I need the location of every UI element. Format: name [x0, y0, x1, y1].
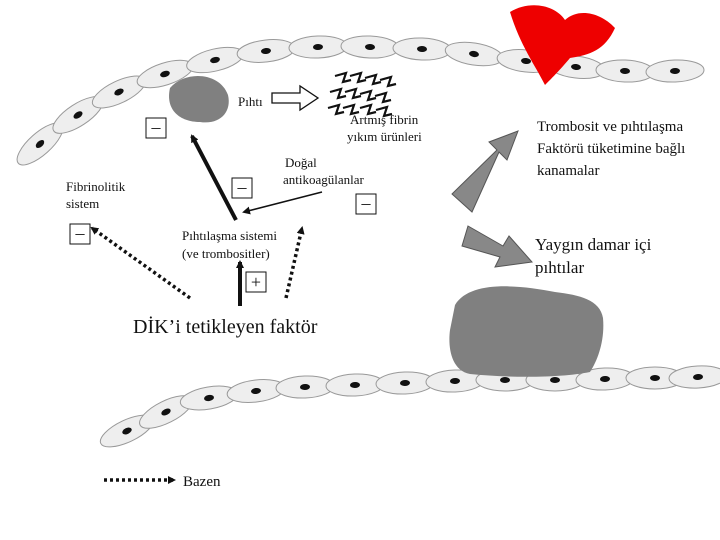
endothelial-cell [288, 35, 348, 59]
minus-sign-clot: – [145, 117, 167, 139]
endothelial-cell [325, 373, 385, 397]
fibrin-strand [359, 103, 377, 116]
fibrin-strand [344, 87, 362, 100]
thrombus-shape [449, 286, 604, 377]
anticoagulants-label-line1: Doğal [285, 155, 317, 170]
minus-sign-fibrinolytic: – [69, 223, 91, 245]
coagulation-label-line2: (ve trombositler) [182, 246, 270, 261]
fibrin-strand [329, 87, 347, 100]
bleeding-label-line1: Trombosit ve pıhtılaşma [537, 119, 683, 135]
endothelial-cell [226, 379, 286, 403]
bleeding-shape [510, 5, 615, 85]
fibrin-strand [359, 89, 377, 102]
coagulation-label-line1: Pıhtılaşma sistemi [182, 228, 277, 243]
fibrin-strand [334, 71, 352, 84]
minus-sign-anticoagulants: – [231, 177, 253, 199]
fibrin-strand [342, 103, 360, 116]
fibrin-strand [349, 71, 367, 84]
svg-text:+: + [251, 272, 261, 292]
thrombi-label-line2: pıhtılar [535, 258, 584, 277]
endothelial-cell [236, 39, 296, 63]
svg-text:–: – [151, 117, 162, 137]
endothelial-cell [186, 46, 244, 74]
clot-shape [169, 75, 229, 123]
vessel-wall-bottom [99, 365, 720, 448]
big-arrow-to-thrombi [461, 225, 533, 268]
fibrin-products-label-line1: Artmış fibrin [350, 112, 419, 127]
legend-label: Bazen [183, 474, 221, 490]
dic-trigger-label: DİK’i tetikleyen faktör [133, 315, 318, 338]
fibrin-degradation-products [327, 71, 397, 118]
endothelial-cell [340, 35, 400, 59]
endothelial-cell [444, 41, 504, 67]
plus-sign-coagulation: + [245, 271, 267, 293]
endothelial-cell [668, 365, 720, 389]
endothelial-cell [375, 371, 435, 395]
endothelial-cell [575, 367, 635, 391]
dotted-arrow-trigger-to-coagulation [284, 226, 305, 299]
minus-sign-right: – [355, 193, 377, 215]
svg-text:–: – [361, 193, 372, 213]
fibrin-products-label-line2: yıkım ürünleri [347, 129, 422, 144]
bleeding-label-line3: kanamalar [537, 163, 599, 179]
bleeding-label-line2: Faktörü tüketimine bağlı [537, 141, 685, 157]
anticoagulants-label-line2: antikoagülanlar [283, 172, 365, 187]
endothelial-cell [275, 375, 335, 399]
arrow-anticoagulants-to-coagulation [242, 191, 323, 215]
fibrin-strand [327, 103, 345, 116]
endothelial-cell [625, 366, 685, 390]
fibrinolytic-label-line1: Fibrinolitik [66, 179, 126, 194]
clot-label: Pıhtı [238, 94, 263, 109]
endothelial-cell [645, 59, 705, 83]
fibrin-strand [375, 105, 393, 118]
endothelial-cell [595, 59, 655, 83]
fibrin-strand [364, 73, 382, 86]
endothelial-cell [392, 37, 452, 61]
thrombi-label-line1: Yaygın damar içi [535, 235, 652, 254]
big-arrow-to-bleeding [451, 130, 519, 213]
hollow-arrow-icon [271, 84, 320, 112]
endothelial-cell [16, 122, 64, 166]
dotted-arrow-trigger-to-fibrinolytic [90, 226, 192, 300]
svg-text:–: – [237, 177, 248, 197]
fibrinolytic-label-line2: sistem [66, 196, 99, 211]
arrow-coagulation-to-clot [190, 134, 238, 221]
fibrin-strand [374, 91, 392, 104]
fibrin-strand [379, 75, 397, 88]
svg-text:–: – [75, 223, 86, 243]
